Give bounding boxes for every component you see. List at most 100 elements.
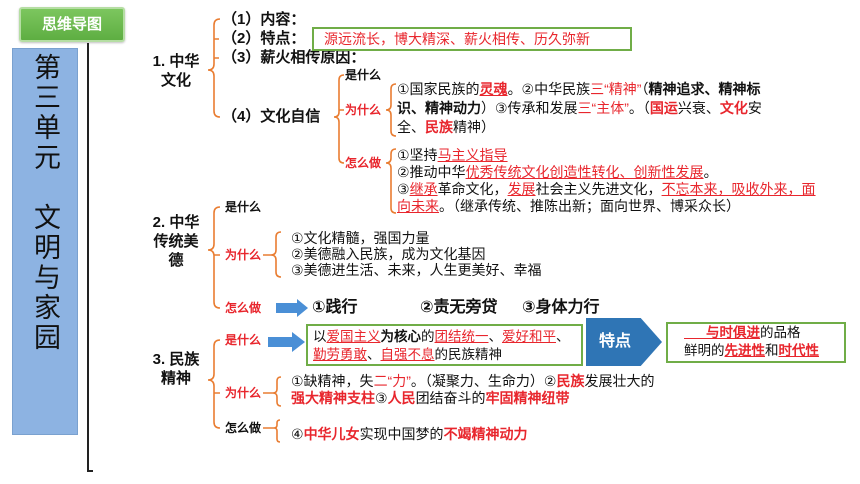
highlighted-text: 先进性 [724,343,766,358]
text-line: 勤劳勇敢、自强不息的民族精神 [313,346,576,364]
text-segment: 。 [703,164,718,180]
highlighted-text: 时代性 [778,343,820,358]
text-segment: ③美德进生活、未来，人生更美好、幸福 [291,262,542,278]
highlighted-text: 中华儿女 [303,426,360,442]
text-segment: ②美德融入民族，成为文化基因 [291,246,486,262]
highlighted-text: 国运 [649,100,678,116]
text-line: ④中华儿女实现中国梦的不竭精神动力 [291,426,528,443]
bracket-s3-why [263,376,282,407]
text-segment: 的民族精神 [434,347,503,362]
bracket-s2-why [263,231,282,278]
text-segment: ②推动中华 [397,164,466,180]
text-segment: 、 [556,329,570,344]
text-segment: （ [641,81,649,97]
section3-label-line: 3. 民族 [152,351,200,368]
text-segment: 鲜明的 [684,343,725,358]
highlighted-text: 不忘本来，吸收外来，面 [661,181,816,197]
s3-what-box: 以爱国主义为核心的团结统一、爱好和平、勤劳勇敢、自强不息的民族精神 [306,324,583,366]
item-culture-confidence: （4）文化自信 [222,108,321,125]
s3-how-text: ④中华儿女实现中国梦的不竭精神动力 [291,426,528,443]
highlighted-text: 人民 [387,390,416,406]
main-spine-line [87,43,89,471]
text-line: ①国家民族的灵魂。②中华民族三“精神”（精神追求、精神标 [397,80,762,99]
text-line: ③美德进生活、未来，人生更美好、幸福 [291,262,542,278]
highlighted-text: 为核心 [380,329,422,344]
bracket-s1-how [385,148,397,214]
text-segment: 发展壮大的 [584,373,655,389]
section2-label-line: 传统美 [153,233,199,250]
highlighted-text: 二“力” [373,373,411,389]
text-line: ②美德融入民族，成为文化基因 [291,246,542,262]
s3-what-label: 是什么 [225,333,262,347]
text-line: 与时俱进的品格 [684,324,828,342]
text-segment: 。（凝聚力、生命力）② [410,373,557,389]
s3-why-label: 为什么 [225,386,262,400]
text-line: ③继承革命文化，发展社会主义先进文化，不忘本来，吸收外来，面 [397,181,816,198]
text-segment: ①坚持 [397,147,438,163]
text-segment: 、 [488,329,503,344]
text-line: 全、民族精神） [397,118,762,137]
bracket-s3-how [263,419,281,443]
highlighted-text: 勤劳勇敢 [313,347,367,362]
text-segment: 团结奋斗的 [415,390,486,406]
highlighted-text: 三“主体” [577,100,629,116]
text-segment: 以 [313,329,327,344]
text-segment: ④ [291,426,304,442]
s2-why-label: 为什么 [225,248,262,262]
text-segment: 社会主义先进文化， [535,181,662,197]
highlighted-text: 与时俱进 [706,325,760,340]
bracket-section2 [207,206,221,309]
section2-label-line: 德 [168,252,184,269]
section1-label: 1. 中华 文化 [145,52,207,90]
main-spine-end [87,470,93,472]
text-segment: 。（ [628,100,650,116]
text-line: ②推动中华优秀传统文化创造性转化、创新性发展。 [397,164,816,181]
text-line: 鲜明的先进性和时代性 [684,342,828,360]
s1-why-text: ①国家民族的灵魂。②中华民族三“精神”（精神追求、精神标识、精神动力）③传承和发… [397,80,762,137]
text-segment: ①国家民族的 [397,81,480,97]
text-segment: 、 [367,347,381,362]
text-segment: ③ [397,181,410,197]
s2-action-personal: ③身体力行 [522,299,600,316]
s2-how-label: 怎么做 [225,301,262,315]
highlighted-text: 不竭精神动力 [443,426,528,442]
highlighted-text: 爱国主义 [326,329,381,344]
text-segment: 精神） [453,119,495,135]
highlighted-text: 继承 [409,181,438,197]
item-content: （1）内容： [222,11,306,28]
section3-label: 3. 民族 精神 [145,350,207,388]
unit-title-panel: 第三单元 文明与家园 [12,48,78,435]
text-segment: 全、 [397,119,425,135]
highlighted-text: 优秀传统文化创造性转化、创新性发展 [465,164,704,180]
feature-tag-label: 特点 [598,333,631,350]
s2-action-practice: ①践行 [312,299,358,316]
section1-label-line: 文化 [160,72,191,89]
highlighted-text: 马主义指导 [437,147,508,163]
highlighted-text: 爱好和平 [502,329,556,344]
text-line: ①文化精髓，强国力量 [291,230,542,246]
text-line: ①坚持马主义指导 [397,147,816,164]
highlighted-text: 民族 [556,373,585,389]
s2-what-label: 是什么 [225,200,262,214]
highlighted-text: 发展 [507,181,536,197]
text-segment: ①缺精神，失 [291,373,374,389]
text-segment: 兴衰、 [677,100,720,116]
highlighted-text: 三“精神” [590,81,642,97]
item-reason: （3）薪火相传原因： [222,49,366,66]
text-segment: ）③传承和发展 [481,100,578,116]
mindmap-button[interactable]: 思维导图 [19,7,125,42]
highlighted-text: 团结统一 [434,329,489,344]
highlighted-text: 文化 [719,100,748,116]
text-segment: 的品格 [760,325,801,340]
text-line: 向未来。（继承传统、推陈出新；面向世界、博采众长） [397,198,816,215]
s1-what-label: 是什么 [345,68,382,82]
highlighted-text: 自强不息 [380,347,435,362]
text-line: 识、精神动力）③传承和发展三“主体”。（国运兴衰、文化安 [397,99,762,118]
bracket-section3 [207,339,221,429]
section1-label-line: 1. 中华 [152,53,200,70]
bracket-s1-why [385,83,397,137]
text-segment: ③ [375,390,388,406]
text-segment: 实现中国梦的 [359,426,444,442]
arrow-s2-how [276,299,308,317]
